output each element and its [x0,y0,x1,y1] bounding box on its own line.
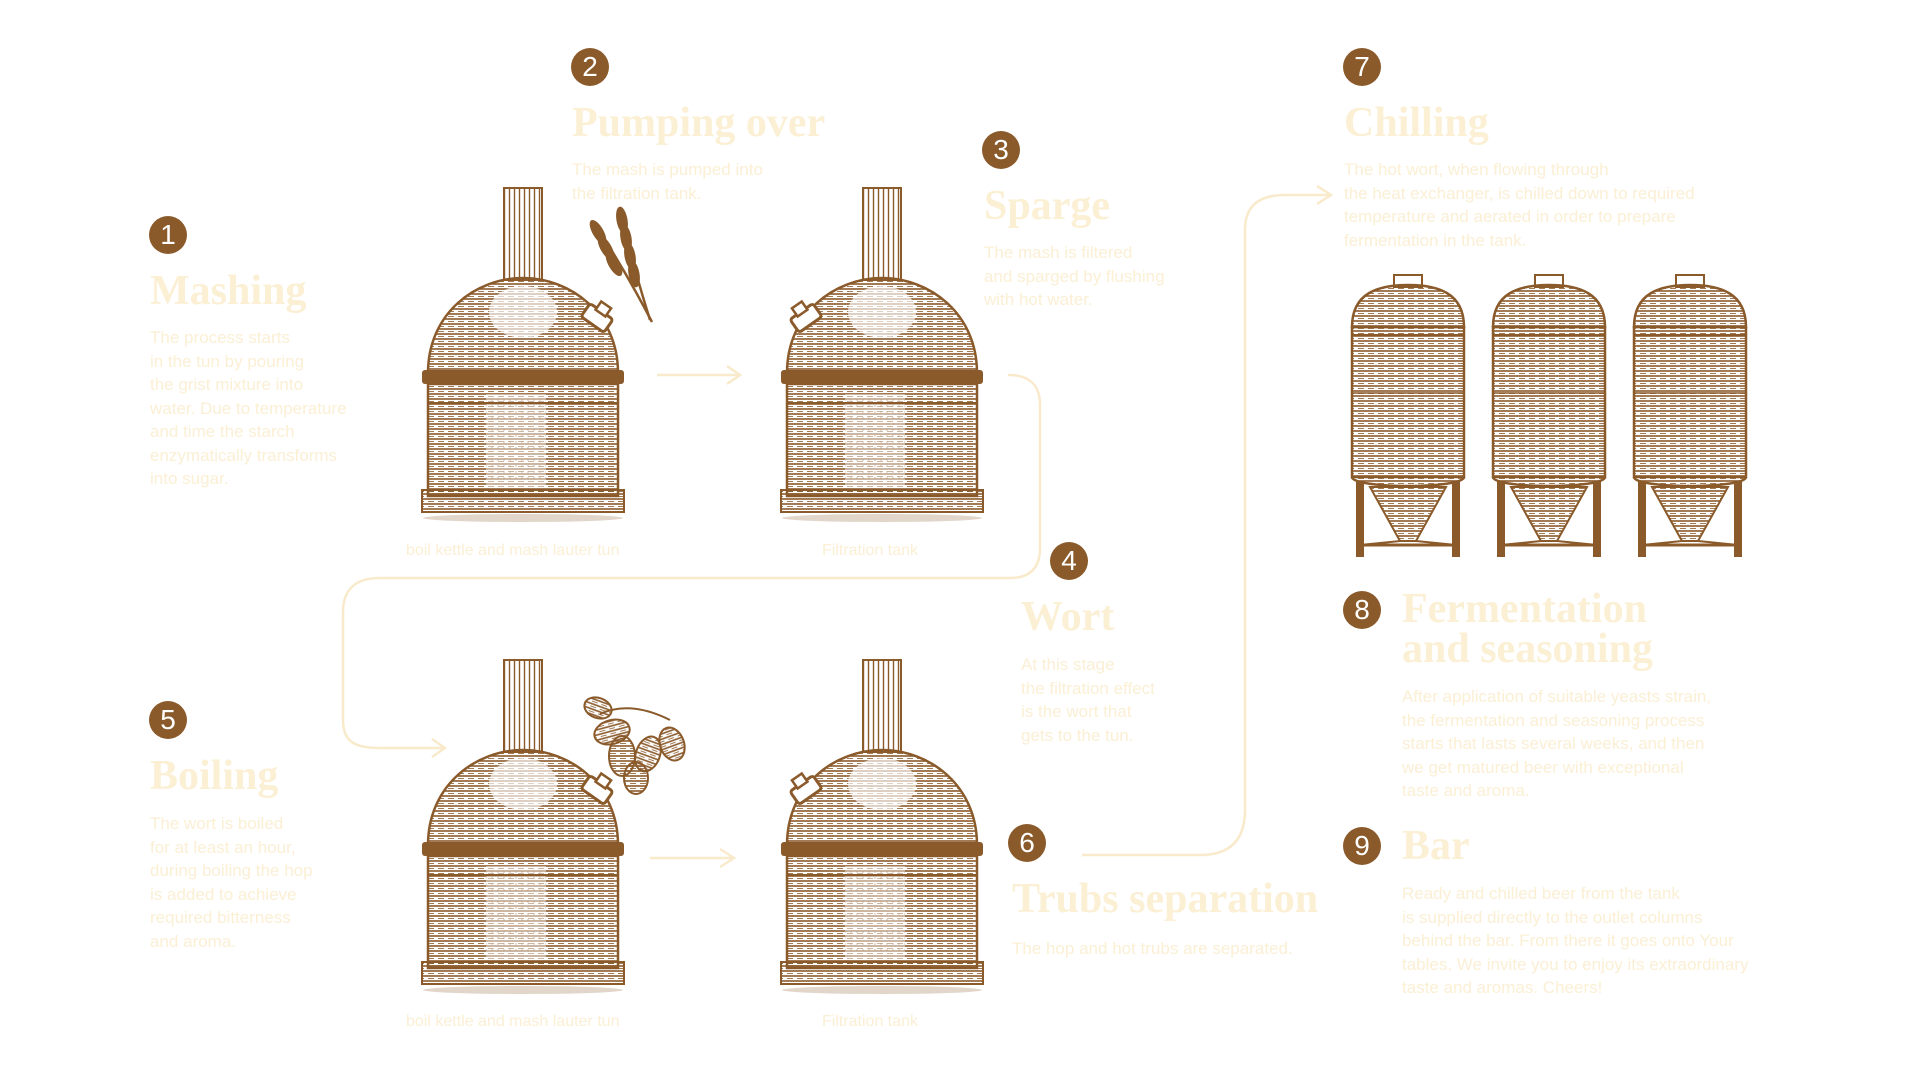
step-2-description: The mash is pumped into the filtration t… [572,160,763,203]
step-5-title: Boiling [150,753,279,799]
step-1-title: Mashing [150,268,307,314]
step-8-badge: 8 [1343,591,1381,629]
boil-kettle-top [420,186,626,524]
wheat-icon [589,206,654,323]
step-8-description: After application of suitable yeasts str… [1402,687,1711,800]
step-7-badge: 7 [1343,48,1381,86]
step-2-badge: 2 [571,48,609,86]
step-6-title: Trubs separation [1012,876,1319,922]
step-3-title: Sparge [984,183,1110,229]
fermentation-tank [1491,273,1607,559]
step-4-badge: 4 [1050,542,1088,580]
hops-icon [583,696,686,795]
step-7-title: Chilling [1344,100,1489,146]
step-6-description: The hop and hot trubs are separated. [1012,939,1293,958]
step-2-title: Pumping over [572,100,826,146]
filtration-caption: Filtration tank [822,542,919,559]
step-1-badge: 1 [149,216,187,254]
fermentation-tank [1350,273,1466,559]
step-3-badge: 3 [982,131,1020,169]
step-9-title: Bar [1402,823,1470,869]
step-4-title: Wort [1021,594,1115,640]
filtration-tank-top [779,186,985,524]
step-4-description: At this stage the filtration effect is t… [1021,655,1155,745]
step-7-description: The hot wort, when flowing through the h… [1344,160,1695,250]
flow-connectors [341,184,1334,869]
step-6-badge: 6 [1008,824,1046,862]
step-3-description: The mash is filtered and sparged by flus… [984,243,1165,309]
filtration-tank-bottom [779,658,985,996]
kettle-caption: boil kettle and mash lauter tun [406,542,620,559]
filtration-caption: Filtration tank [822,1013,919,1030]
step-8-title: Fermentation and seasoning [1402,586,1653,672]
step-1-description: The process starts in the tun by pouring… [150,328,347,488]
step-9-badge: 9 [1343,827,1381,865]
connector-trubs-to-chilling [1082,193,1330,857]
fermentation-tank [1632,273,1748,559]
step-5-description: The wort is boiled for at least an hour,… [150,814,313,951]
step-5-badge: 5 [149,701,187,739]
connector-sparge-to-boiling [341,373,1042,750]
kettle-caption: boil kettle and mash lauter tun [406,1013,620,1030]
step-9-description: Ready and chilled beer from the tank is … [1402,884,1749,997]
